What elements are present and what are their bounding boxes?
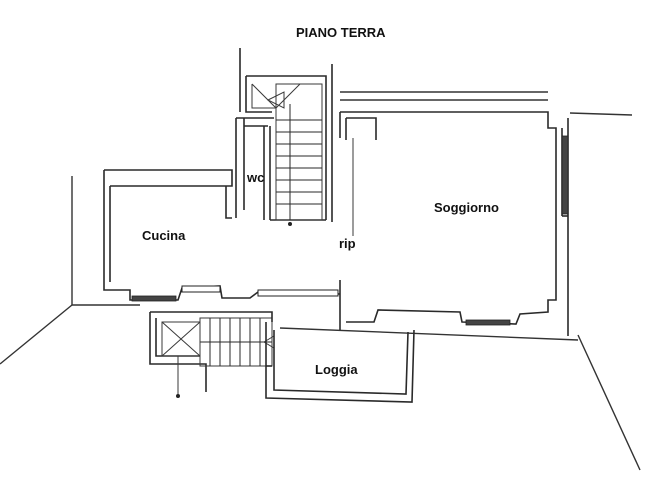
room-label-rip: rip bbox=[339, 236, 356, 251]
room-label-wc: wc bbox=[246, 170, 264, 185]
room-label-loggia: Loggia bbox=[315, 362, 358, 377]
staircase-icon bbox=[251, 83, 323, 226]
window-icon bbox=[131, 135, 569, 326]
room-label-soggiorno: Soggiorno bbox=[434, 200, 499, 215]
staircase-icon bbox=[149, 311, 275, 398]
site-boundary bbox=[0, 91, 641, 471]
room-label-cucina: Cucina bbox=[142, 228, 186, 243]
plan-title: PIANO TERRA bbox=[296, 25, 386, 40]
loggia-walls bbox=[265, 322, 415, 403]
